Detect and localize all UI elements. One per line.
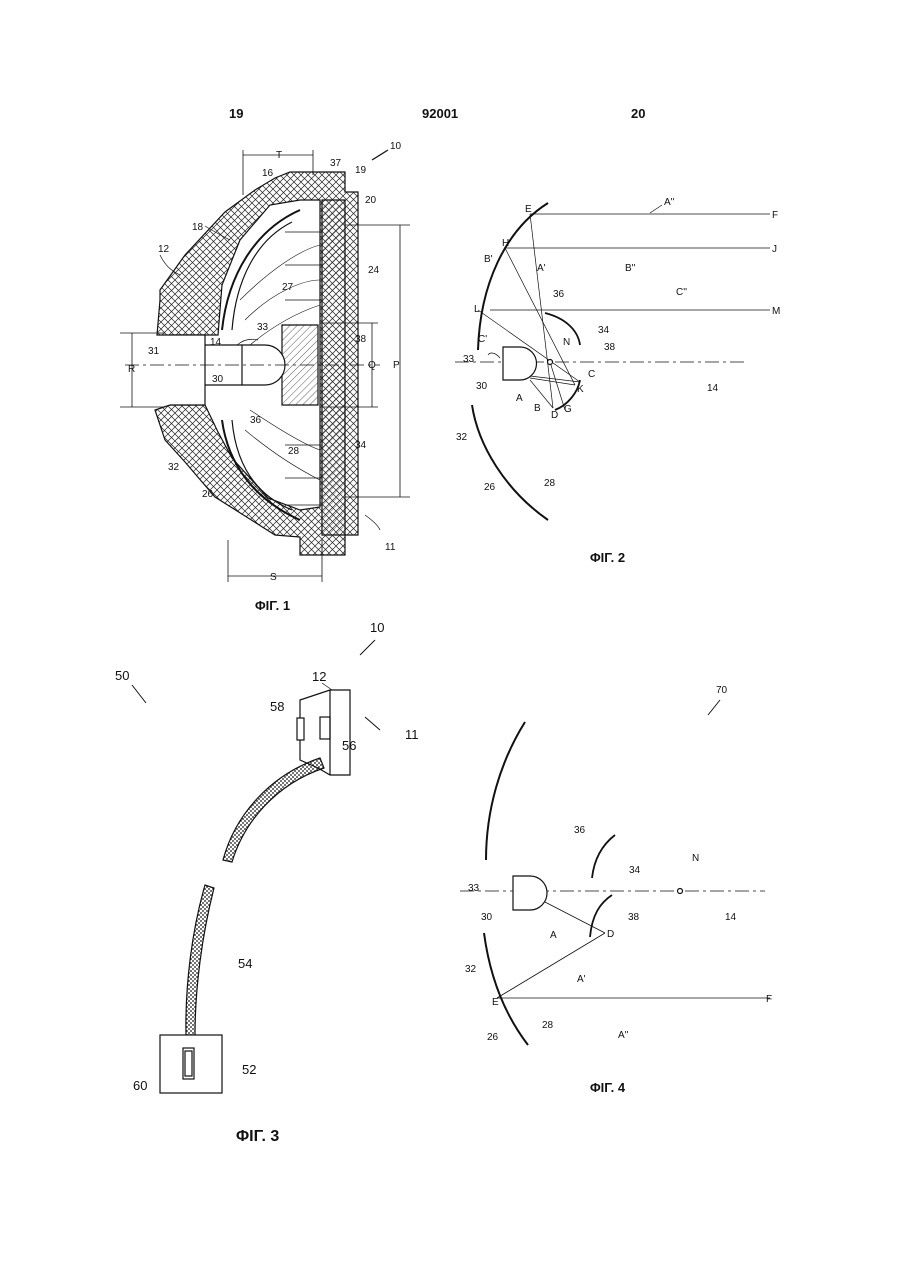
fig4-label: 32 [465,964,477,975]
fig4-label: D [607,929,614,940]
fig4-label: 26 [487,1032,499,1043]
figure-4-caption: ΦΙΓ. 4 [590,1080,625,1095]
fig4-label: 34 [629,865,641,876]
fig4-label: A' [577,974,586,985]
fig4-label: 70 [716,685,728,696]
fig4-label: 14 [725,912,737,923]
figure-4-drawing: 70 36 34 N 33 30 14 38 A D 32 A' E F 26 … [0,0,901,1100]
fig4-label: 36 [574,825,586,836]
fig4-label: F [766,994,772,1005]
fig4-label: E [492,997,499,1008]
fig4-label: 30 [481,912,493,923]
fig4-label: 38 [628,912,640,923]
fig4-label: A'' [618,1030,629,1041]
figure-3-caption: ΦΙΓ. 3 [236,1128,279,1146]
figure-4-ray-diagram: 70 36 34 N 33 30 14 38 A D 32 A' E F 26 … [0,0,901,1100]
fig4-label: A [550,930,557,941]
fig4-label: 33 [468,883,480,894]
fig4-label: N [692,853,699,864]
fig4-label: 28 [542,1020,554,1031]
